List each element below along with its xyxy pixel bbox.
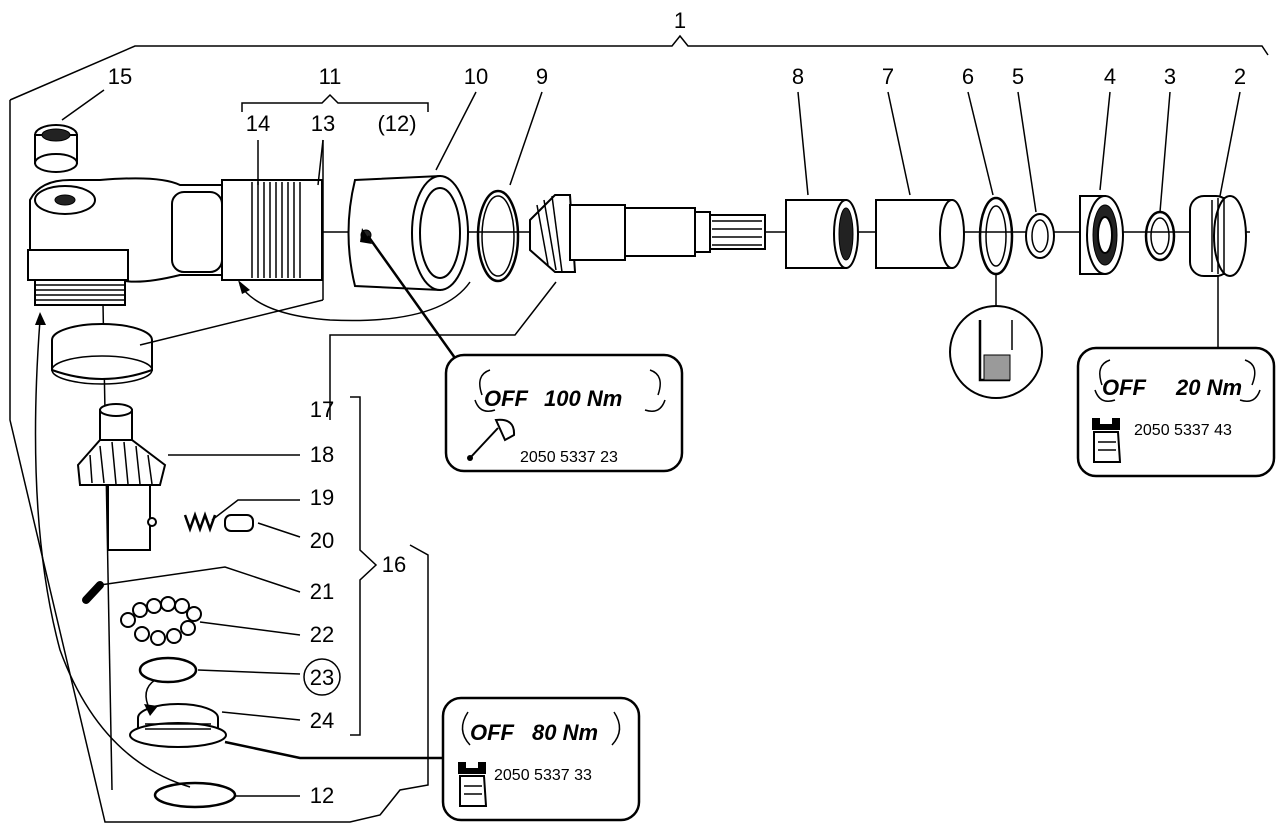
- part-4-ball-bearing: [1079, 195, 1124, 275]
- torque-box-100nm: OFF 100 Nm 2050 5337 23: [444, 353, 684, 473]
- callout-22: 22: [310, 622, 334, 647]
- bracket-16-outer: [128, 544, 429, 823]
- torque-box-3-tool-number: 2050 5337 33: [494, 767, 592, 784]
- callout-23: 23: [310, 665, 334, 690]
- callout-18: 18: [310, 442, 334, 467]
- torque-box-2-tool-number: 2050 5337 43: [1134, 422, 1232, 439]
- callout-17: 17: [310, 397, 334, 422]
- part-18-bevel-gear: [76, 403, 167, 551]
- callout-21: 21: [310, 579, 334, 604]
- part-6-seal-ring: [949, 196, 1043, 399]
- bevel-gear-shaft: [529, 194, 766, 273]
- torque-box-2-torque: 20 Nm: [1175, 375, 1242, 400]
- torque-box-80nm: OFF 80 Nm 2050 5337 33: [441, 696, 641, 822]
- part-2-threaded-cap: [1189, 195, 1247, 348]
- torque-box-2-direction: OFF: [1102, 375, 1147, 400]
- callout-15: 15: [108, 64, 132, 89]
- part-3-circlip: [1144, 210, 1176, 262]
- torque-box-20nm: OFF 20 Nm 2050 5337 43: [1076, 346, 1276, 478]
- part-15-cap-nut: [34, 124, 78, 173]
- callout-8: 8: [792, 64, 804, 89]
- callout-5: 5: [1012, 64, 1024, 89]
- parts-19-20-spring-pin: [183, 511, 254, 533]
- hand-wrench-icon: [1092, 418, 1122, 463]
- hook-spanner-icon: [467, 418, 516, 461]
- part-23-o-ring: [138, 656, 198, 684]
- callout-23-circle: [303, 658, 341, 696]
- torque-box-1-torque: 100 Nm: [544, 386, 622, 411]
- assembly-bracket-1: [9, 34, 1269, 823]
- part-10-ring-nut: [347, 174, 469, 292]
- callout-9: 9: [536, 64, 548, 89]
- torque-box-3-torque: 80 Nm: [532, 720, 598, 745]
- assembly-arrows: [34, 280, 471, 788]
- callout-16: 16: [382, 552, 406, 577]
- angle-head-housing: [27, 177, 323, 306]
- bracket-16-upper: [350, 396, 378, 736]
- torque-box-1-direction: OFF: [484, 386, 529, 411]
- callout-13: 13: [311, 111, 335, 136]
- callout-14: 14: [246, 111, 270, 136]
- torque-box-3-direction: OFF: [470, 720, 515, 745]
- callout-12: 12: [310, 783, 334, 808]
- callout-10: 10: [464, 64, 488, 89]
- callout-20: 20: [310, 528, 334, 553]
- callout-3: 3: [1164, 64, 1176, 89]
- axis-lines: [101, 231, 1250, 791]
- part-13-sleeve-ring: [51, 323, 153, 385]
- part-24-threaded-ring: [129, 703, 227, 748]
- bracket-11: [241, 93, 429, 112]
- hand-wrench-icon: [458, 762, 488, 807]
- part-12-snap-ring: [153, 781, 237, 809]
- torque-box-1-tool-number: 2050 5337 23: [520, 449, 618, 466]
- callout-2: 2: [1234, 64, 1246, 89]
- callout-19: 19: [310, 485, 334, 510]
- part-8-needle-bearing: [785, 199, 859, 269]
- leader-lines: [61, 89, 1241, 797]
- callout-6: 6: [962, 64, 974, 89]
- callout-7: 7: [882, 64, 894, 89]
- callout-4: 4: [1104, 64, 1116, 89]
- part-9-retaining-ring: [476, 189, 520, 283]
- callout-11: 11: [319, 64, 342, 89]
- callout-numbers: 1 15 11 14 13 (12) 10 9 8 7 6 5 4 3 2 17…: [108, 8, 1246, 808]
- callout-24: 24: [310, 708, 334, 733]
- callout-1: 1: [674, 8, 686, 33]
- part-21-pin: [82, 581, 104, 604]
- part-7-sleeve: [875, 199, 965, 269]
- callout-12-paren: (12): [377, 111, 416, 136]
- part-5-spacer: [1025, 213, 1055, 259]
- part-22-balls: [120, 596, 202, 646]
